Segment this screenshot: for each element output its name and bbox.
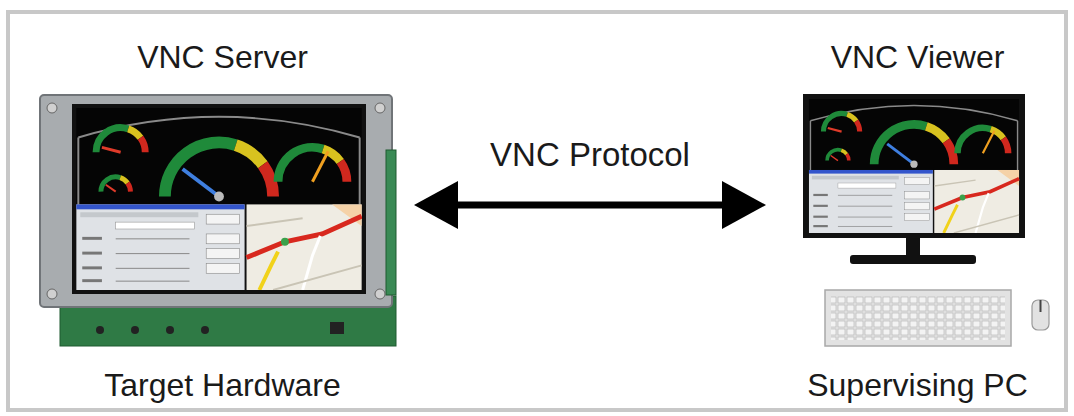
device-caption: Target Hardware bbox=[35, 366, 410, 404]
protocol-arrow bbox=[434, 202, 746, 209]
target-hardware-illustration bbox=[40, 95, 396, 346]
device-heading: VNC Viewer bbox=[770, 38, 1065, 76]
figure-frame bbox=[8, 12, 1066, 410]
supervising-pc-illustration bbox=[803, 94, 1049, 346]
device-group: VNC ServerTarget Hardware bbox=[35, 38, 410, 404]
device-group: VNC ViewerSupervising PC bbox=[770, 38, 1065, 404]
connector-label: VNC Protocol bbox=[486, 135, 694, 175]
device-caption: Supervising PC bbox=[770, 366, 1065, 404]
device-heading: VNC Server bbox=[35, 38, 410, 76]
